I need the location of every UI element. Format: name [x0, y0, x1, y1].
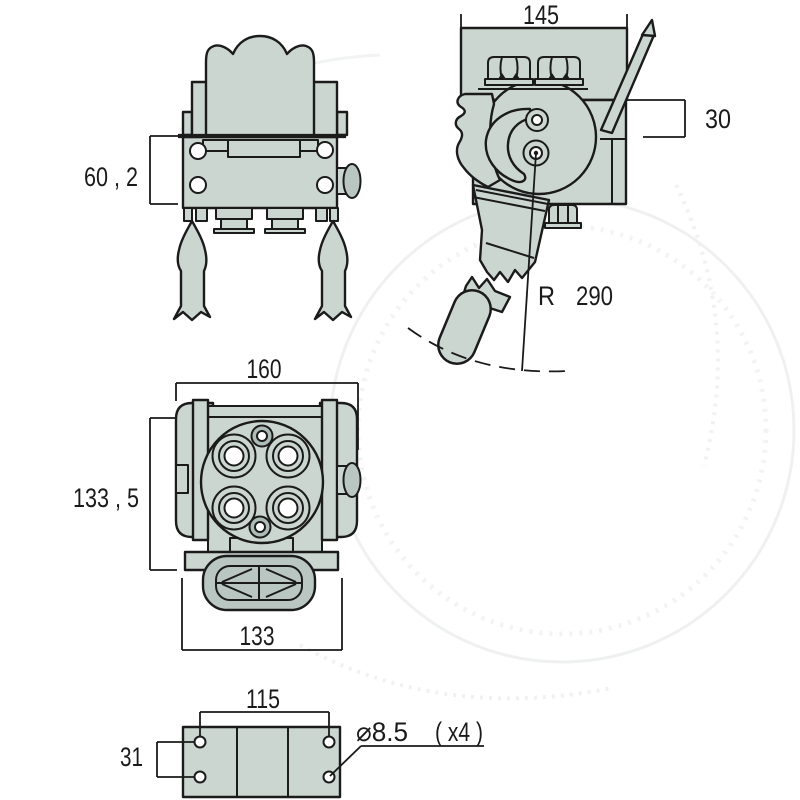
- lever-travel-arc: [407, 327, 568, 373]
- dim-radius-prefix: R: [538, 281, 555, 311]
- mounting-view: 115 31 ⌀8.5 ( x4 ): [120, 684, 484, 799]
- side-mount-bracket: [454, 92, 502, 189]
- dim-mount-hole-qty-label: ( x4 ): [435, 717, 483, 747]
- dim-lever-radius: R 290: [407, 152, 613, 373]
- hex-bolt-body: [487, 56, 531, 80]
- dim-top-base-label: 133: [240, 621, 275, 651]
- side-cam-spiral: [484, 107, 533, 184]
- watermark-circle: [328, 196, 796, 664]
- dim-top-height: 133 , 5: [73, 417, 177, 571]
- dim-mount-spacing-h-label: 115: [246, 684, 280, 714]
- top-knob: [342, 462, 362, 498]
- side-view: 30 145: [407, 0, 731, 373]
- hex-washer: [484, 78, 534, 86]
- side-shaft-seam: [475, 189, 549, 205]
- front-bolt-hole: [189, 142, 207, 160]
- mount-plate: [181, 725, 342, 799]
- front-dome-cap: [204, 34, 316, 139]
- top-strip-right: [320, 398, 339, 542]
- lever-tip: [640, 18, 657, 38]
- top-view: 160 133 , 5 133: [73, 354, 362, 651]
- mount-hole: [193, 735, 207, 749]
- front-ear-left: [181, 110, 194, 137]
- hex-notches: [498, 73, 520, 79]
- front-bolt-cluster-left: [213, 207, 255, 234]
- dim-side-depth: 30: [620, 99, 731, 138]
- bolt-washer: [264, 228, 306, 234]
- front-knob: [342, 163, 362, 199]
- connector-rib: [265, 568, 297, 583]
- front-fitting: [183, 207, 193, 222]
- dim-mount-spacing-v: 31: [120, 741, 195, 778]
- top-connector: [201, 554, 317, 612]
- top-port: [211, 433, 257, 479]
- hex-bolt-body: [548, 204, 578, 224]
- dim-mount-hole-dia: ⌀8.5 ( x4 ): [329, 717, 484, 777]
- top-port: [265, 485, 311, 531]
- bolt-washer: [213, 228, 255, 234]
- side-grip: [439, 291, 490, 363]
- dim-top-base: 133: [181, 578, 343, 651]
- front-fitting: [315, 207, 328, 222]
- dim-side-width: 145: [460, 0, 628, 30]
- port-hole: [223, 445, 245, 467]
- side-release-lever: [599, 18, 657, 135]
- mount-hole: [193, 770, 207, 784]
- port-hole: [277, 497, 299, 519]
- hex-notches: [548, 73, 570, 79]
- dim-mount-spacing-h: 115: [199, 684, 330, 737]
- watermark-arc-right: [674, 184, 720, 467]
- top-side-tab: [175, 464, 189, 494]
- bolt-cap: [266, 207, 304, 220]
- dim-mount-spacing-v-label: 31: [120, 742, 143, 772]
- watermark-hatch-ring: [355, 223, 769, 637]
- bolt-hex: [220, 218, 248, 230]
- front-bolt-hole: [316, 176, 334, 194]
- front-view: 60 , 2: [84, 34, 362, 322]
- connector-rib: [221, 583, 253, 598]
- connector-rib: [265, 583, 297, 598]
- hex-washer: [544, 222, 582, 229]
- boss-hole: [254, 521, 266, 533]
- top-port: [265, 433, 311, 479]
- front-ear-right: [335, 110, 349, 137]
- dim-top-width: 160: [175, 354, 359, 450]
- front-hose-left: [172, 219, 212, 322]
- dim-top-height-label: 133 , 5: [73, 483, 139, 513]
- watermark-arc-bottom: [299, 643, 613, 701]
- side-bottom-bolt: [544, 204, 582, 229]
- mount-hole: [322, 735, 336, 749]
- dim-front-height: 60 , 2: [84, 135, 178, 205]
- front-bolt-hole: [189, 176, 207, 194]
- front-hose-right: [313, 219, 353, 322]
- port-hole: [277, 445, 299, 467]
- bolt-hex: [271, 218, 299, 230]
- front-top-tab: [227, 139, 301, 158]
- top-boss: [250, 424, 274, 448]
- front-bolt-cluster-right: [264, 207, 306, 234]
- dim-front-height-label: 60 , 2: [84, 162, 138, 192]
- port-hole: [223, 497, 245, 519]
- front-fitting: [195, 207, 208, 222]
- hex-bolt-body: [537, 56, 581, 80]
- side-pivot-upper-hole: [531, 114, 543, 126]
- dim-radius-value: 290: [576, 281, 613, 311]
- side-hex-bolt-right: [534, 56, 584, 86]
- front-bolt-hole: [316, 141, 334, 159]
- top-boss: [248, 515, 272, 539]
- dim-side-depth-label: 30: [705, 104, 731, 134]
- front-fitting: [329, 207, 339, 222]
- dim-top-width-label: 160: [247, 354, 282, 384]
- side-shaft-seam: [485, 242, 535, 259]
- side-hex-bolt-left: [484, 56, 534, 86]
- top-port: [211, 485, 257, 531]
- hex-washer: [534, 78, 584, 86]
- connector-rib: [221, 568, 253, 583]
- boss-hole: [256, 430, 268, 442]
- dim-side-width-label: 145: [523, 0, 559, 30]
- dim-mount-hole-dia-label: ⌀8.5: [356, 717, 408, 747]
- bolt-cap: [215, 207, 253, 220]
